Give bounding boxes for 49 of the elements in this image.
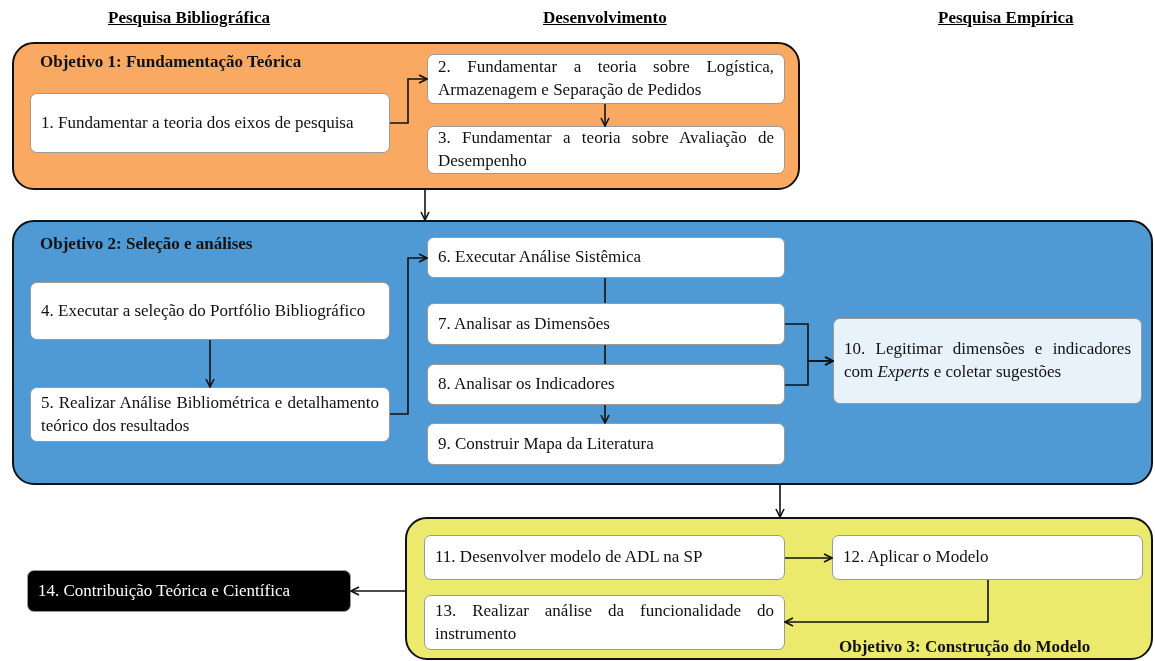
arrow [600, 103, 610, 127]
column-heading: Pesquisa Empírica [938, 8, 1074, 28]
step-text: 9. Construir Mapa da Literatura [438, 432, 654, 455]
arrow [389, 74, 428, 124]
process-box [30, 387, 390, 442]
objective-title: Objetivo 1: Fundamentação Teórica [40, 52, 302, 72]
objective-panel [12, 42, 800, 190]
process-box [832, 535, 1143, 580]
process-box [427, 303, 785, 345]
step-text: 8. Analisar os Indicadores [438, 373, 615, 396]
connector-line [604, 277, 606, 304]
arrow [205, 339, 215, 388]
column-heading: Desenvolvimento [543, 8, 667, 28]
process-box [833, 318, 1142, 404]
step-text: 14. Contribuição Teórica e Científica [38, 579, 290, 602]
step-text: 5. Realizar Análise Bibliométrica e detalhamento teórico dos resultados [41, 391, 379, 437]
objective-panel [405, 517, 1153, 660]
arrow [350, 586, 406, 596]
connector-line [604, 344, 606, 365]
arrow [784, 356, 834, 386]
process-box [30, 93, 390, 153]
step-text: 12. Aplicar o Modelo [843, 546, 989, 569]
objective-title: Objetivo 2: Seleção e análises [40, 234, 253, 254]
step-text: 2. Fundamentar a teoria sobre Logística, Armazenagem e Separação de Pedidos [438, 56, 774, 101]
step-text: 13. Realizar análise da funcionalidade do instrumento [435, 599, 774, 645]
arrow [775, 484, 785, 518]
step-text: 11. Desenvolver modelo de ADL na SP [435, 546, 703, 569]
step-text: 7. Analisar as Dimensões [438, 312, 610, 335]
process-box [424, 535, 785, 580]
step-text: 10. Legitimar dimensões e indicadores com Experts e coletar sugestões [844, 338, 1131, 383]
step-text: 3. Fundamentar a teoria sobre Avaliação de Desempenho [438, 127, 774, 172]
arrow [420, 189, 430, 221]
process-box [30, 282, 390, 340]
step-text: 6. Executar Análise Sistêmica [438, 246, 641, 269]
process-box [427, 54, 785, 104]
step-text: 1. Fundamentar a teoria dos eixos de pesquisa [41, 111, 354, 134]
objective-title: Objetivo 3: Construção do Modelo [839, 637, 1091, 657]
objective-panel [12, 220, 1153, 485]
step-text: 4. Executar a seleção do Portfólio Bibliográfico [41, 299, 366, 322]
process-box [427, 237, 785, 278]
arrow [784, 553, 833, 563]
arrow [784, 579, 989, 627]
result-box [27, 570, 351, 612]
process-box [427, 364, 785, 405]
arrow [389, 253, 428, 415]
process-box [427, 423, 785, 465]
process-box [424, 595, 785, 650]
column-heading: Pesquisa Bibliográfica [108, 8, 270, 28]
arrow [600, 404, 610, 424]
